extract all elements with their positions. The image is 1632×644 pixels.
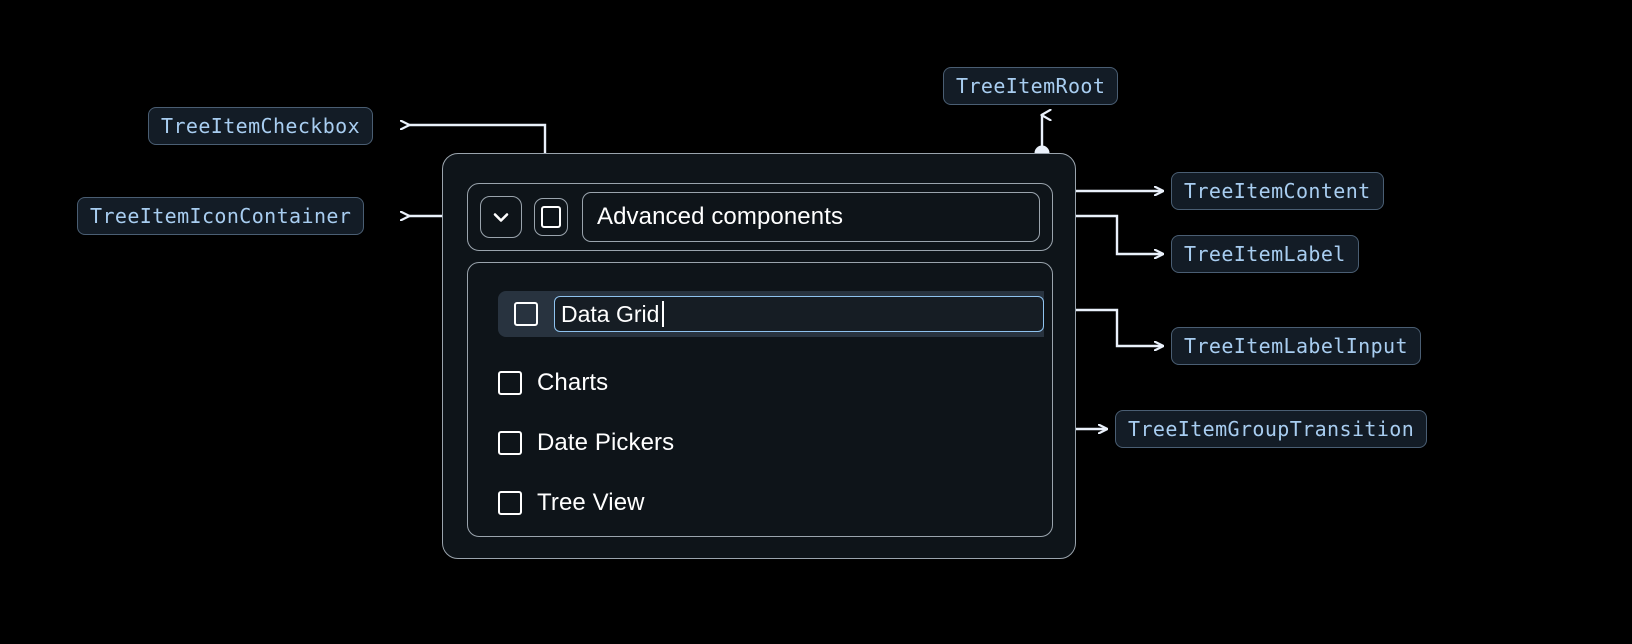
tree-item-row-label: Date Pickers — [537, 429, 675, 456]
checkbox-unchecked-icon[interactable] — [498, 371, 522, 395]
tree-item-label[interactable]: Advanced components — [582, 192, 1040, 242]
annotation-chip-tree-item-content: TreeItemContent — [1171, 172, 1384, 210]
annotation-chip-tree-item-checkbox: TreeItemCheckbox — [148, 107, 374, 145]
checkbox-unchecked-icon[interactable] — [498, 491, 522, 515]
text-caret — [662, 301, 664, 327]
tree-item-row[interactable]: Date Pickers — [498, 421, 674, 465]
tree-item-row-label: Charts — [537, 369, 609, 396]
tree-item-group-transition: Data Grid Charts Date Pickers Tree View — [467, 262, 1053, 537]
tree-item-row-label: Tree View — [537, 489, 645, 516]
tree-item-row[interactable]: Charts — [498, 361, 608, 405]
tree-item-content[interactable]: Advanced components — [467, 183, 1053, 251]
tree-item-icon-container[interactable] — [480, 196, 522, 238]
annotation-chip-tree-item-root: TreeItemRoot — [943, 67, 1119, 105]
annotation-chip-tree-item-label: TreeItemLabel — [1171, 235, 1359, 273]
checkbox-unchecked-icon[interactable] — [514, 302, 538, 326]
tree-item-label-input-value: Data Grid — [561, 300, 660, 327]
checkbox-unchecked-icon[interactable] — [498, 431, 522, 455]
checkbox-unchecked-icon — [541, 206, 561, 228]
tree-item-label-text: Advanced components — [597, 203, 844, 230]
tree-item-row[interactable]: Tree View — [498, 481, 645, 525]
tree-item-editing-row[interactable]: Data Grid — [498, 291, 1044, 337]
annotation-chip-tree-item-group-transition: TreeItemGroupTransition — [1115, 410, 1428, 448]
chevron-down-icon — [489, 205, 513, 229]
tree-item-label-input[interactable]: Data Grid — [554, 296, 1044, 332]
annotation-chip-tree-item-label-input: TreeItemLabelInput — [1171, 327, 1421, 365]
tree-item-root[interactable]: Advanced components Data Grid Charts Dat… — [442, 153, 1076, 559]
annotation-chip-tree-item-icon-container: TreeItemIconContainer — [77, 197, 365, 235]
tree-item-checkbox[interactable] — [534, 198, 568, 236]
